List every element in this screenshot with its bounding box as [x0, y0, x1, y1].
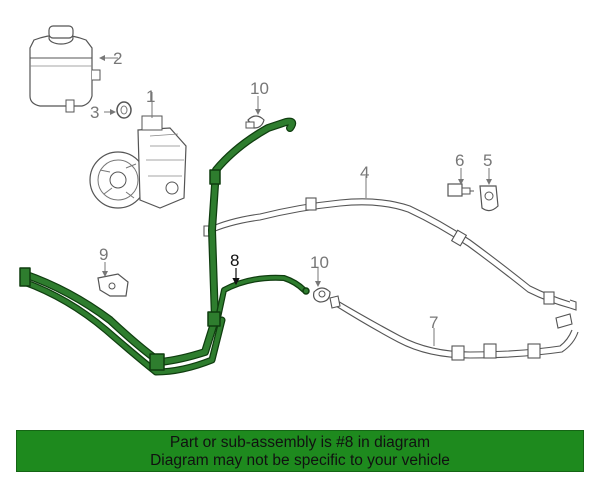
callout-1[interactable]: 1 [146, 87, 155, 106]
callout-5[interactable]: 5 [483, 151, 492, 170]
callout-10b[interactable]: 10 [310, 253, 329, 272]
return-hose-8-drawing[interactable] [19, 117, 310, 376]
banner-line-2: Diagram may not be specific to your vehi… [150, 452, 450, 469]
callout-8[interactable]: 8 [230, 251, 239, 270]
seal-drawing[interactable] [116, 101, 132, 119]
info-banner: Part or sub-assembly is #8 in diagram Di… [16, 430, 584, 472]
pressure-hose-drawing[interactable] [203, 197, 577, 311]
clamp-top-drawing[interactable] [245, 115, 265, 129]
return-hose-7-drawing[interactable] [329, 295, 579, 361]
bracket-9-drawing[interactable] [97, 273, 129, 297]
callout-6[interactable]: 6 [455, 151, 464, 170]
callout-4[interactable]: 4 [360, 163, 369, 182]
bracket-5-drawing[interactable] [479, 185, 499, 212]
fitting-drawing[interactable] [447, 183, 474, 197]
parts-diagram: 2 1 3 10 4 6 [19, 25, 579, 376]
pump-drawing[interactable] [89, 115, 187, 209]
reservoir-drawing[interactable] [29, 25, 101, 113]
banner-line-1: Part or sub-assembly is #8 in diagram [169, 434, 431, 451]
callout-3[interactable]: 3 [90, 103, 99, 122]
callout-7[interactable]: 7 [429, 313, 438, 332]
callout-9[interactable]: 9 [99, 245, 108, 264]
callout-10a[interactable]: 10 [250, 79, 269, 98]
clamp-lower-drawing[interactable] [313, 287, 331, 303]
callout-2[interactable]: 2 [113, 49, 122, 68]
